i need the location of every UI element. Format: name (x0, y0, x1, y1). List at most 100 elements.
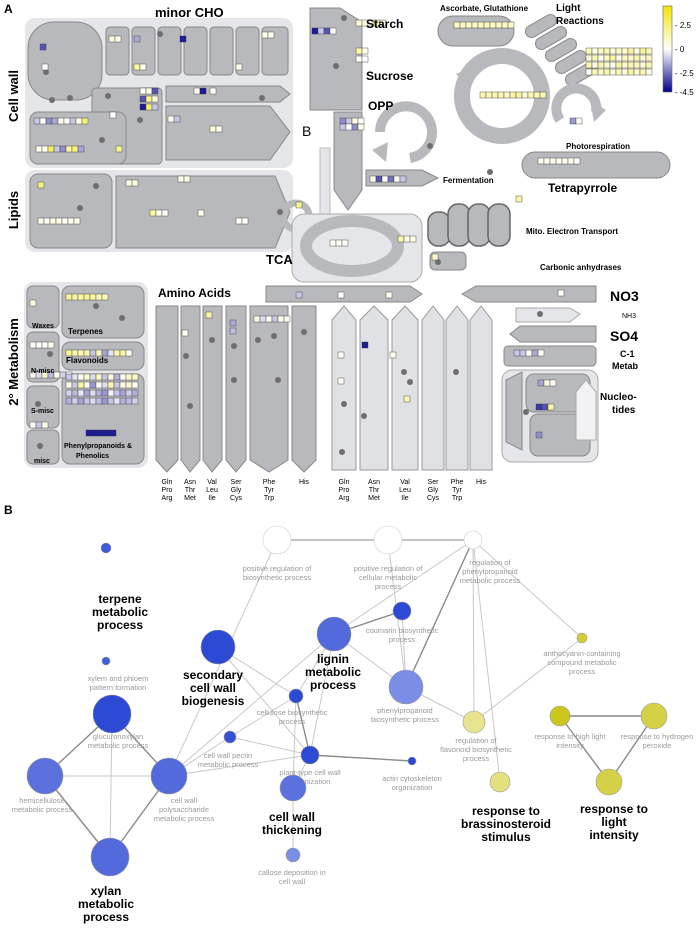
go-node-circle[interactable] (388, 669, 424, 705)
expression-tile (609, 61, 617, 69)
expression-tile (67, 217, 75, 225)
label-ascorbate: Ascorbate, Glutathione (440, 4, 529, 13)
expression-tile (337, 351, 345, 359)
expression-tile (61, 217, 69, 225)
expression-tile (387, 175, 395, 183)
go-node-circle[interactable] (100, 542, 112, 554)
go-node-circle[interactable] (150, 757, 188, 795)
expression-tile (83, 397, 91, 405)
expression-tile (113, 381, 121, 389)
expression-tile (139, 63, 147, 71)
go-node-circle[interactable] (285, 847, 301, 863)
aa-label: Gly (428, 487, 439, 494)
go-node-circle[interactable] (463, 530, 483, 550)
expression-tile (145, 103, 153, 111)
expression-tile (295, 291, 303, 299)
expression-tile (549, 379, 557, 387)
go-node-label: thickening (262, 823, 322, 837)
go-node-circle[interactable] (279, 774, 307, 802)
expression-tile (95, 293, 103, 301)
go-node-circle[interactable] (223, 730, 237, 744)
go-node-label: phenylpropanoid (462, 567, 517, 576)
expression-tile (47, 145, 55, 153)
aa-label: Gly (231, 487, 242, 494)
expression-tile (77, 293, 85, 301)
aa-label: Ser (231, 479, 243, 486)
expression-tile (91, 429, 99, 437)
go-node-circle[interactable] (373, 525, 403, 555)
aa-label: Tyr (264, 487, 274, 494)
expression-tile (399, 175, 407, 183)
expression-tile (479, 91, 487, 99)
expression-tile (161, 209, 169, 217)
label-nh3: NH3 (622, 313, 636, 320)
go-node-circle[interactable] (462, 710, 486, 734)
expression-tile (515, 91, 523, 99)
carbonic-anhydrase-block (429, 251, 467, 271)
go-node-circle[interactable] (576, 632, 588, 644)
expression-tile (513, 349, 521, 357)
go-node-circle[interactable] (200, 629, 236, 665)
go-node-circle[interactable] (92, 694, 132, 734)
expression-tile (69, 117, 77, 125)
expression-tile (361, 341, 369, 349)
expression-tile (591, 54, 599, 62)
expression-tile (615, 47, 623, 55)
go-node-label: cellular metabolic (359, 573, 417, 582)
expression-tile (627, 54, 635, 62)
expression-tile (525, 349, 533, 357)
expression-tile (77, 389, 85, 397)
go-node-circle[interactable] (392, 601, 412, 621)
go-node-circle[interactable] (595, 768, 623, 796)
go-node-circle[interactable] (26, 757, 64, 795)
go-node-circle[interactable] (407, 756, 417, 766)
expression-tile (59, 145, 67, 153)
expression-tile (53, 371, 61, 379)
go-node-circle[interactable] (316, 616, 352, 652)
expression-tile (521, 91, 529, 99)
expression-tile (337, 291, 345, 299)
expression-tile (339, 123, 347, 131)
expression-tile (83, 381, 91, 389)
label-mito: Mito. Electron Transport (526, 227, 618, 236)
expression-tile (85, 429, 93, 437)
expression-tile (277, 315, 285, 323)
go-node-circle[interactable] (90, 837, 130, 877)
go-node-circle[interactable] (640, 702, 668, 730)
expression-tile (229, 327, 237, 335)
expression-tile (235, 63, 243, 71)
go-node-circle[interactable] (288, 688, 304, 704)
go-node-circle[interactable] (300, 745, 320, 765)
go-node-circle[interactable] (101, 656, 111, 666)
go-node-circle[interactable] (549, 705, 571, 727)
go-node-circle[interactable] (262, 525, 292, 555)
expression-tile (71, 397, 79, 405)
go-node-circle[interactable] (489, 771, 511, 793)
expression-tile (209, 87, 217, 95)
